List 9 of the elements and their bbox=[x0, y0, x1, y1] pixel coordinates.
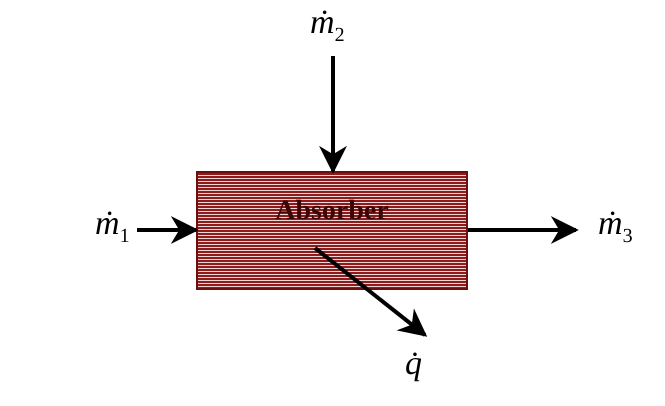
flow-symbol: ṁ$_{1}$ bbox=[95, 205, 130, 248]
absorber-box bbox=[196, 171, 468, 290]
arrow bbox=[319, 56, 347, 174]
flow-symbol: ṁ$_{2}$ bbox=[310, 4, 345, 47]
flow-symbol: ṁ$_{3}$ bbox=[598, 205, 633, 248]
arrow bbox=[468, 216, 579, 244]
arrow bbox=[314, 246, 428, 337]
arrow bbox=[137, 216, 199, 244]
flow-symbol: q̇ bbox=[405, 345, 422, 383]
